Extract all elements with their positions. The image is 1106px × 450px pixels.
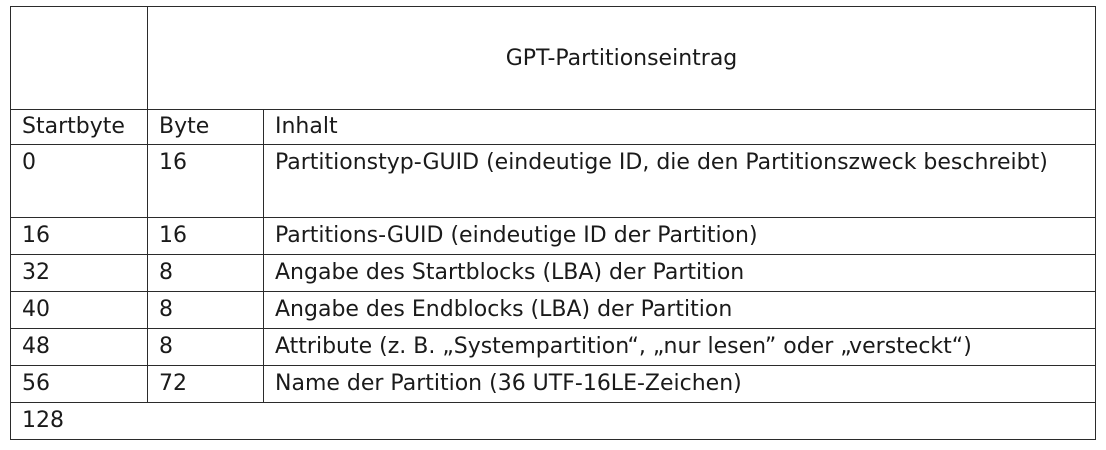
table-row: 48 8 Attribute (z. B. „Systempartition“,… xyxy=(10,328,1096,366)
table-row: 32 8 Angabe des Startblocks (LBA) der Pa… xyxy=(10,254,1096,292)
header-row: Startbyte Byte Inhalt xyxy=(10,109,1096,145)
startbyte-cell: 32 xyxy=(10,254,148,292)
byte-cell: 8 xyxy=(147,254,264,292)
title-empty-cell xyxy=(10,6,148,110)
byte-cell: 72 xyxy=(147,365,264,403)
total-row: 128 xyxy=(10,402,1096,440)
header-byte: Byte xyxy=(147,109,264,145)
startbyte-cell: 48 xyxy=(10,328,148,366)
header-inhalt: Inhalt xyxy=(263,109,1096,145)
title-row: GPT-Partitionseintrag xyxy=(10,6,1096,110)
startbyte-cell: 40 xyxy=(10,291,148,329)
table-row: 0 16 Partitionstyp-GUID (eindeutige ID, … xyxy=(10,144,1096,218)
startbyte-cell: 0 xyxy=(10,144,148,218)
content-cell: Name der Partition (36 UTF-16LE-Zeichen) xyxy=(263,365,1096,403)
content-cell: Partitionstyp-GUID (eindeutige ID, die d… xyxy=(263,144,1096,218)
content-cell: Attribute (z. B. „Systempartition“, „nur… xyxy=(263,328,1096,366)
table-row: 16 16 Partitions-GUID (eindeutige ID der… xyxy=(10,217,1096,255)
total-size-cell: 128 xyxy=(10,402,1096,440)
byte-cell: 8 xyxy=(147,291,264,329)
content-cell: Angabe des Startblocks (LBA) der Partiti… xyxy=(263,254,1096,292)
byte-cell: 16 xyxy=(147,217,264,255)
byte-cell: 8 xyxy=(147,328,264,366)
gpt-partition-entry-table: GPT-Partitionseintrag Startbyte Byte Inh… xyxy=(10,6,1096,440)
content-cell: Angabe des Endblocks (LBA) der Partition xyxy=(263,291,1096,329)
startbyte-cell: 56 xyxy=(10,365,148,403)
table-row: 56 72 Name der Partition (36 UTF-16LE-Ze… xyxy=(10,365,1096,403)
startbyte-cell: 16 xyxy=(10,217,148,255)
content-cell: Partitions-GUID (eindeutige ID der Parti… xyxy=(263,217,1096,255)
table-title: GPT-Partitionseintrag xyxy=(147,6,1096,110)
table-row: 40 8 Angabe des Endblocks (LBA) der Part… xyxy=(10,291,1096,329)
header-startbyte: Startbyte xyxy=(10,109,148,145)
byte-cell: 16 xyxy=(147,144,264,218)
